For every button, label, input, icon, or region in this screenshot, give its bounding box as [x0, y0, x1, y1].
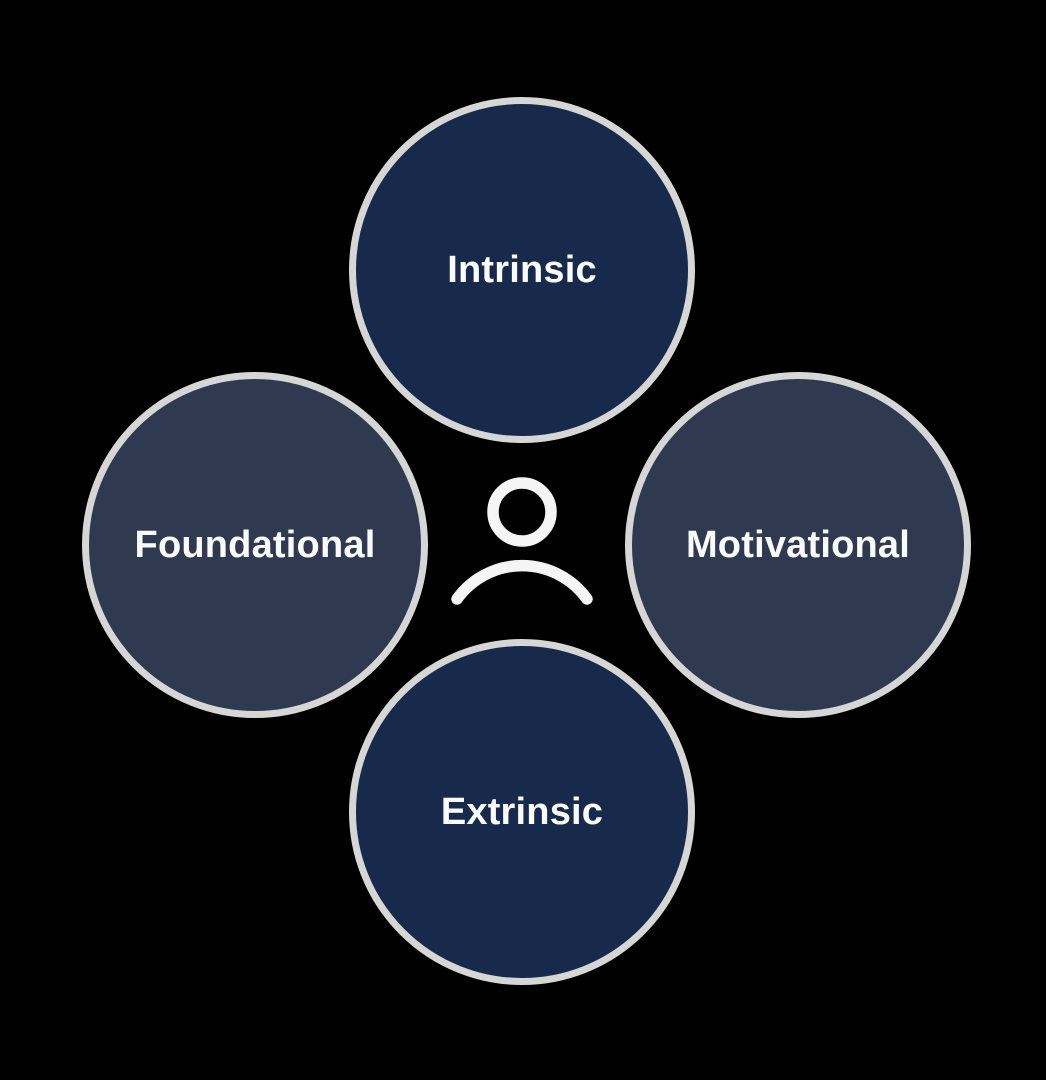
node-intrinsic-label: Intrinsic [447, 248, 597, 291]
node-foundational: Foundational [82, 372, 428, 718]
person-shoulders-icon [451, 559, 593, 605]
node-extrinsic: Extrinsic [349, 639, 695, 985]
node-extrinsic-label: Extrinsic [440, 790, 604, 833]
node-motivational-label: Motivational [685, 523, 911, 566]
person-icon [451, 477, 593, 605]
node-motivational: Motivational [625, 372, 971, 718]
node-intrinsic: Intrinsic [349, 97, 695, 443]
person-head-icon [487, 477, 557, 547]
node-foundational-label: Foundational [134, 523, 376, 566]
